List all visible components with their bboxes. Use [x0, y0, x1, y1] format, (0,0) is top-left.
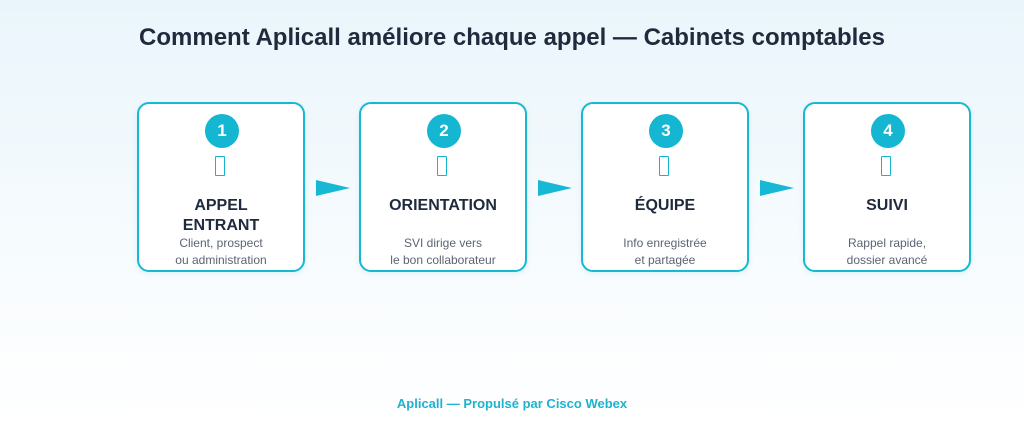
phone-incoming-icon — [215, 156, 225, 176]
team-icon — [659, 156, 669, 176]
page-title: Comment Aplicall améliore chaque appel —… — [139, 24, 885, 51]
step-number-badge: 4 — [871, 114, 905, 148]
step-heading: APPEL ENTRANT — [139, 196, 303, 236]
step-description: Info enregistrée et partagée — [583, 235, 747, 269]
step-heading-line1: ÉQUIPE — [634, 197, 696, 214]
step-card-3: 3 ÉQUIPE Info enregistrée et partagée — [581, 102, 749, 272]
step-number-badge: 2 — [427, 114, 461, 148]
step-number-badge: 3 — [649, 114, 683, 148]
step-description-line1: Rappel rapide, — [847, 236, 927, 250]
step-heading: ÉQUIPE — [583, 196, 747, 216]
step-description: Client, prospect ou administration — [139, 235, 303, 269]
step-description-line2: et partagée — [634, 253, 696, 267]
step-heading: SUIVI — [805, 196, 969, 216]
follow-up-icon — [881, 156, 891, 176]
routing-icon — [437, 156, 447, 176]
step-heading-line1: ORIENTATION — [389, 197, 497, 214]
flow-arrow-1 — [316, 180, 350, 196]
flow-arrow-2 — [538, 180, 572, 196]
step-description-line1: SVI dirige vers — [403, 236, 483, 250]
step-card-2: 2 ORIENTATION SVI dirige vers le bon col… — [359, 102, 527, 272]
step-heading-line1: APPEL — [194, 197, 248, 214]
step-heading-line2: ENTRANT — [182, 217, 260, 234]
step-heading-line1: SUIVI — [866, 197, 908, 214]
step-description: SVI dirige vers le bon collaborateur — [361, 235, 525, 269]
step-description-line2: ou administration — [175, 253, 267, 267]
step-card-4: 4 SUIVI Rappel rapide, dossier avancé — [803, 102, 971, 272]
flow-arrow-3 — [760, 180, 794, 196]
step-number-badge: 1 — [205, 114, 239, 148]
step-heading: ORIENTATION — [361, 196, 525, 216]
step-description-line1: Client, prospect — [179, 236, 263, 250]
step-card-1: 1 APPEL ENTRANT Client, prospect ou admi… — [137, 102, 305, 272]
step-description: Rappel rapide, dossier avancé — [805, 235, 969, 269]
footer-credit: Aplicall — Propulsé par Cisco Webex — [396, 396, 628, 411]
step-description-line1: Info enregistrée — [623, 236, 707, 250]
step-description-line2: dossier avancé — [846, 253, 928, 267]
step-description-line2: le bon collaborateur — [390, 253, 496, 267]
